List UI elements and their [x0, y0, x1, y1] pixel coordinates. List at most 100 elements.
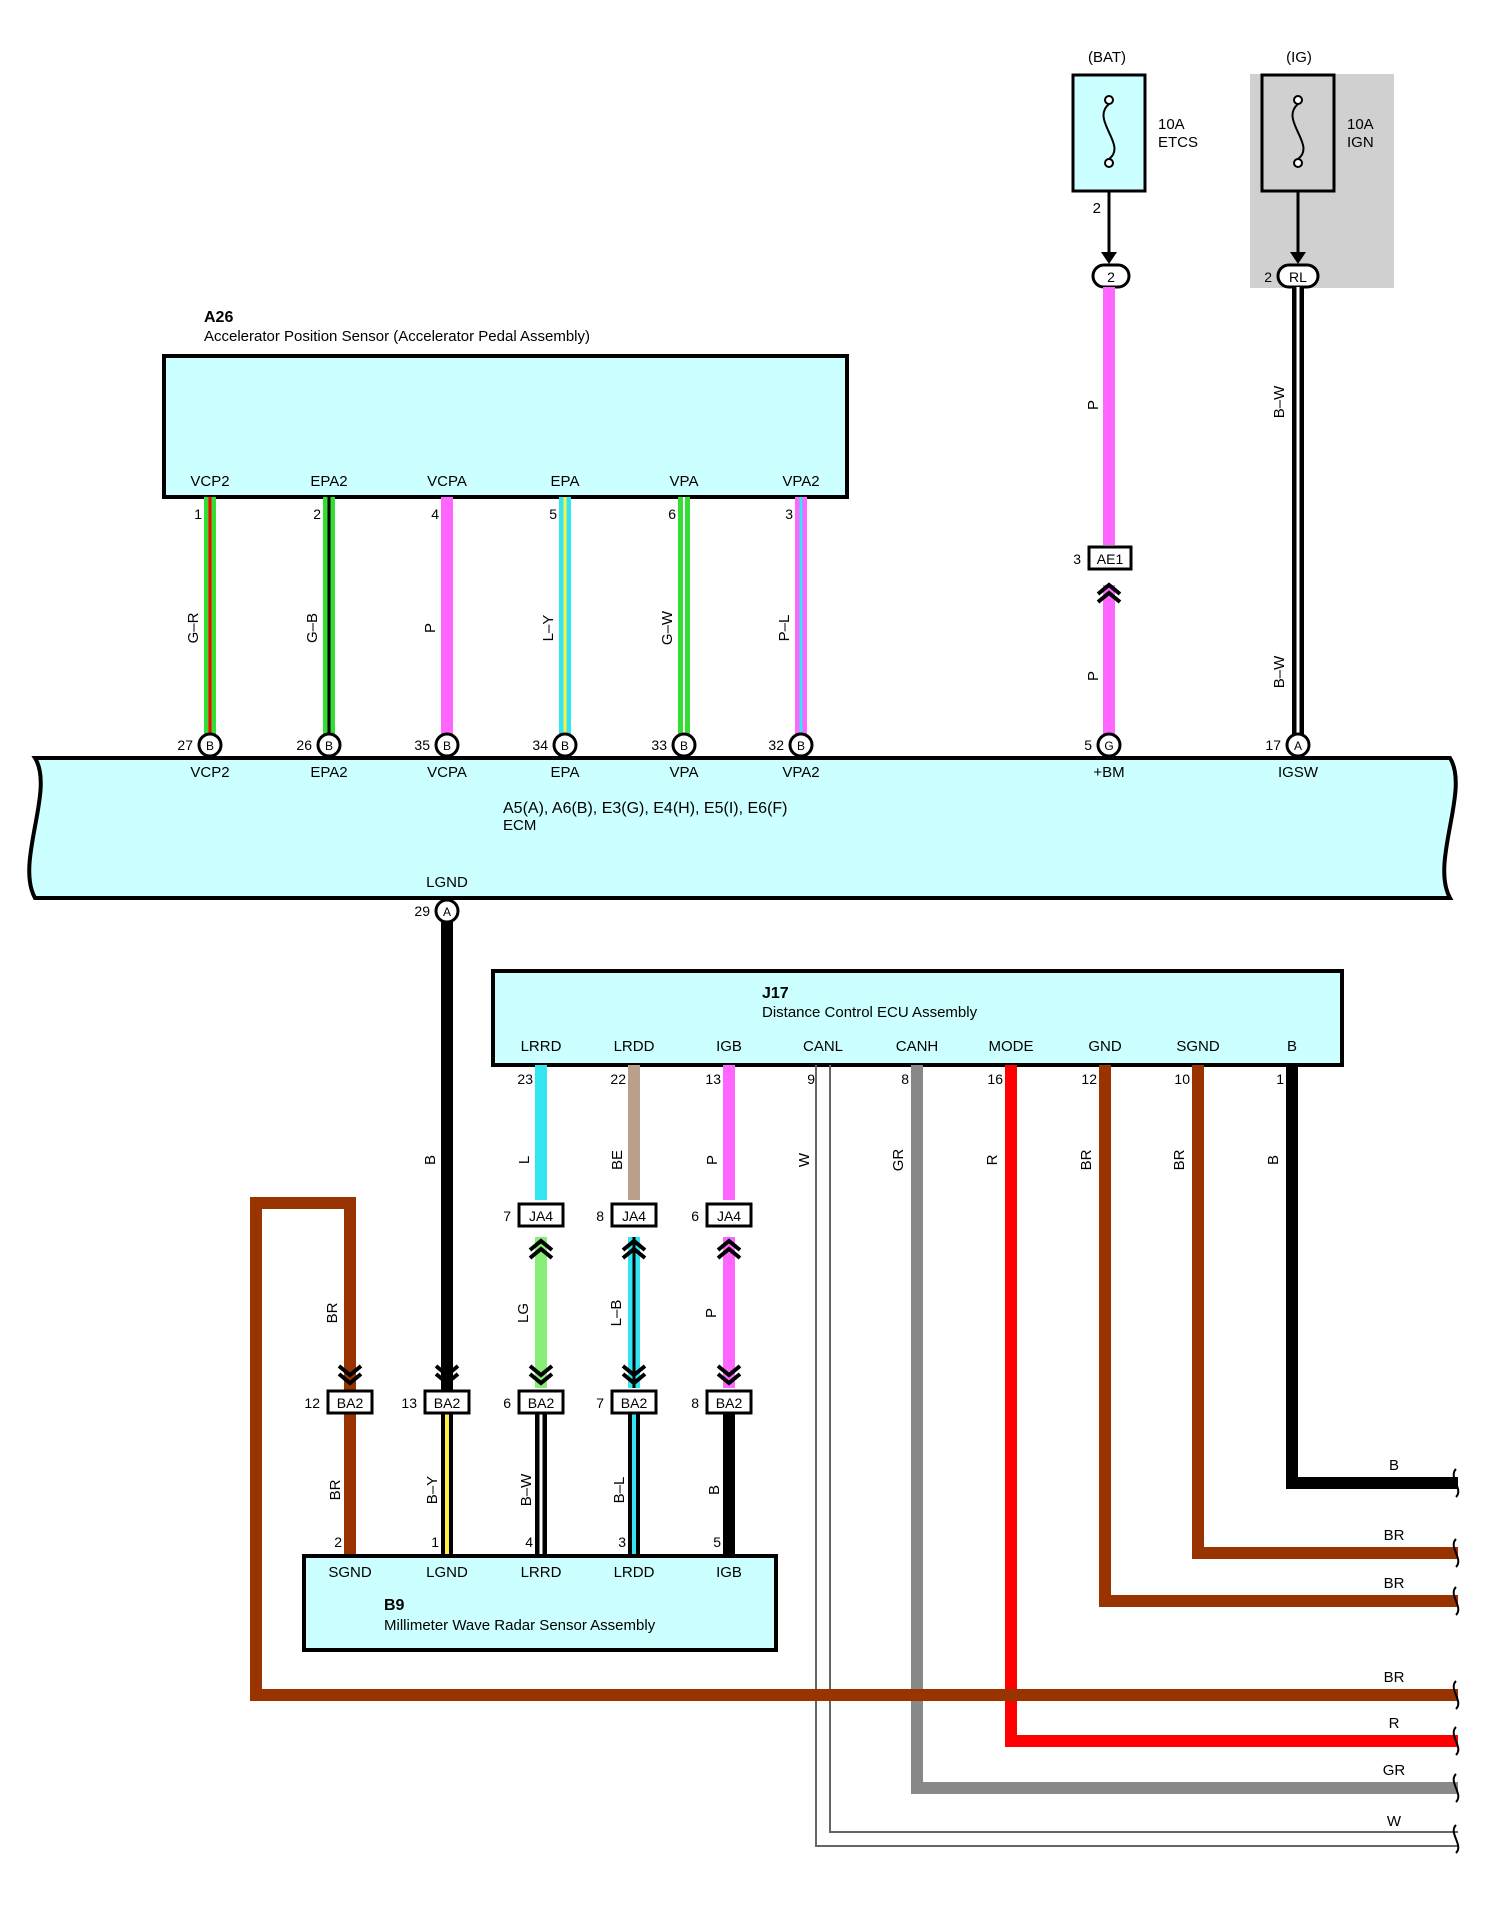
- wire-br-sgnd: [1192, 1065, 1458, 1559]
- b9-terminal-label: LRDD: [614, 1564, 655, 1581]
- ecm-pin: 33: [651, 737, 667, 753]
- ecm-connector-letter: B: [680, 739, 688, 753]
- ecm-pin: 27: [177, 737, 193, 753]
- ecm-pin: 26: [296, 737, 312, 753]
- connector-2-label: 2: [1107, 269, 1115, 285]
- fuse-bat-rating: 10A: [1158, 116, 1185, 133]
- fuse-ig-ign: (IG) 10A IGN: [1250, 49, 1394, 288]
- fuse-ig-rating: 10A: [1347, 116, 1374, 133]
- connector-rl-label: RL: [1289, 269, 1307, 285]
- j17-pin: 10: [1174, 1071, 1190, 1087]
- j17-terminal-label: LRDD: [614, 1038, 655, 1055]
- wire-color-label: G–B: [304, 613, 321, 643]
- connector-ba2-label: BA2: [621, 1395, 648, 1411]
- connector-ae1-label: AE1: [1097, 551, 1124, 567]
- wire-color-label: GR: [890, 1149, 907, 1172]
- ecm-connector-letter: B: [797, 739, 805, 753]
- a26-pin: 1: [194, 506, 202, 522]
- arrow-icon: [1290, 252, 1306, 264]
- wire-break-mark: [1452, 1586, 1460, 1616]
- connector-ja4-label: JA4: [717, 1208, 741, 1224]
- exit-wire-label: BR: [1384, 1669, 1405, 1686]
- wire-color-label: L–B: [608, 1300, 625, 1327]
- j17-pin: 8: [901, 1071, 909, 1087]
- wire-break-mark: [1452, 1538, 1460, 1568]
- j17-terminals: LRRD23LLRDD22BEIGB13PCANL9WCANH8GRMODE16…: [516, 1038, 1297, 1171]
- connector-ba2-pin: 8: [691, 1395, 699, 1411]
- wire-label-p: P: [1085, 400, 1102, 410]
- wire-color-label: BE: [609, 1150, 626, 1170]
- connector-ae1-pin: 3: [1073, 551, 1081, 567]
- wire-color-label: B–Y: [424, 1476, 441, 1504]
- a26-pin: 2: [313, 506, 321, 522]
- ecm-connector-letter: B: [206, 739, 214, 753]
- wire-breaks: [1452, 1468, 1460, 1854]
- connector-ja4-label: JA4: [622, 1208, 646, 1224]
- wire-break-mark: [1452, 1824, 1460, 1854]
- j17-name: Distance Control ECU Assembly: [762, 1004, 978, 1021]
- j17-terminal-label: CANH: [896, 1038, 939, 1055]
- connector-ja4-pin: 6: [691, 1208, 699, 1224]
- ecm-connector-letter: A: [1294, 739, 1302, 753]
- ecm-terminal-label: VPA: [670, 764, 699, 781]
- wire-color-label: R: [984, 1154, 1001, 1165]
- connector-ja4-pin: 7: [503, 1208, 511, 1224]
- wire-gr-canh: [911, 1065, 1458, 1794]
- ecm-name: ECM: [503, 817, 536, 834]
- ecm-connector: [197, 732, 223, 758]
- ecm-connector-letter: B: [561, 739, 569, 753]
- wire-color-label: P: [703, 1308, 720, 1318]
- a26-terminal-label: VCPA: [427, 473, 467, 490]
- wire-color-label: L–Y: [540, 615, 557, 642]
- ecm-terminal-label: VCPA: [427, 764, 467, 781]
- ecm-pin: 5: [1084, 737, 1092, 753]
- ecm-connector: [316, 732, 342, 758]
- ecm-connector: [788, 732, 814, 758]
- wire-w-canl-inner: [815, 1065, 1458, 1847]
- b9-name: Millimeter Wave Radar Sensor Assembly: [384, 1617, 656, 1634]
- wire-label-bw: B–W: [1271, 655, 1288, 688]
- connector-ja4: [705, 1202, 753, 1228]
- arrow-icon: [1101, 252, 1117, 264]
- b9-code: B9: [384, 1597, 405, 1614]
- b9-terminal-label: LGND: [426, 1564, 468, 1581]
- ecm-connector-letter: B: [443, 739, 451, 753]
- exit-wire-label: W: [1387, 1813, 1402, 1830]
- wire-color-label: LG: [515, 1303, 532, 1323]
- connector-ba2: [423, 1389, 471, 1415]
- connector-ba2-pin: 6: [503, 1395, 511, 1411]
- j17-terminal-label: GND: [1088, 1038, 1122, 1055]
- ecm-terminal-label: EPA2: [310, 764, 347, 781]
- wire-color-label: P–L: [776, 615, 793, 642]
- ecm-terminal-label: VPA2: [782, 764, 819, 781]
- a26-pin: 3: [785, 506, 793, 522]
- exit-wire-label: R: [1389, 1715, 1400, 1732]
- ecm-terminals: B27VCP2B26EPA2B35VCPAB34EPAB33VPAB32VPA2…: [177, 732, 1319, 781]
- wire-color-label: G–W: [659, 610, 676, 645]
- connector-ba2-pin: 13: [401, 1395, 417, 1411]
- ecm-terminal-label: IGSW: [1278, 764, 1319, 781]
- wire-color-label: G–R: [185, 612, 202, 643]
- b9-pin: 4: [525, 1534, 533, 1550]
- ecm-lgnd-terminal: LGND: [426, 874, 468, 891]
- j17-terminal-label: MODE: [989, 1038, 1034, 1055]
- wire-color-label: B: [1265, 1155, 1282, 1165]
- j17-pin: 1: [1276, 1071, 1284, 1087]
- j17-terminal-label: SGND: [1176, 1038, 1220, 1055]
- ecm-pin: 32: [768, 737, 784, 753]
- b9-pin: 1: [431, 1534, 439, 1550]
- a26-pin: 5: [549, 506, 557, 522]
- b9-terminal-label: IGB: [716, 1564, 742, 1581]
- ecm-lgnd-pin: 29: [414, 903, 430, 919]
- ecm-terminal-label: EPA: [551, 764, 580, 781]
- j17-terminal-label: LRRD: [521, 1038, 562, 1055]
- wire-color-label: B: [706, 1485, 723, 1495]
- ecm-connector: [1096, 732, 1122, 758]
- connector-ba2-label: BA2: [434, 1395, 461, 1411]
- connector-ba2: [326, 1389, 374, 1415]
- wire-color-label: BR: [324, 1302, 341, 1323]
